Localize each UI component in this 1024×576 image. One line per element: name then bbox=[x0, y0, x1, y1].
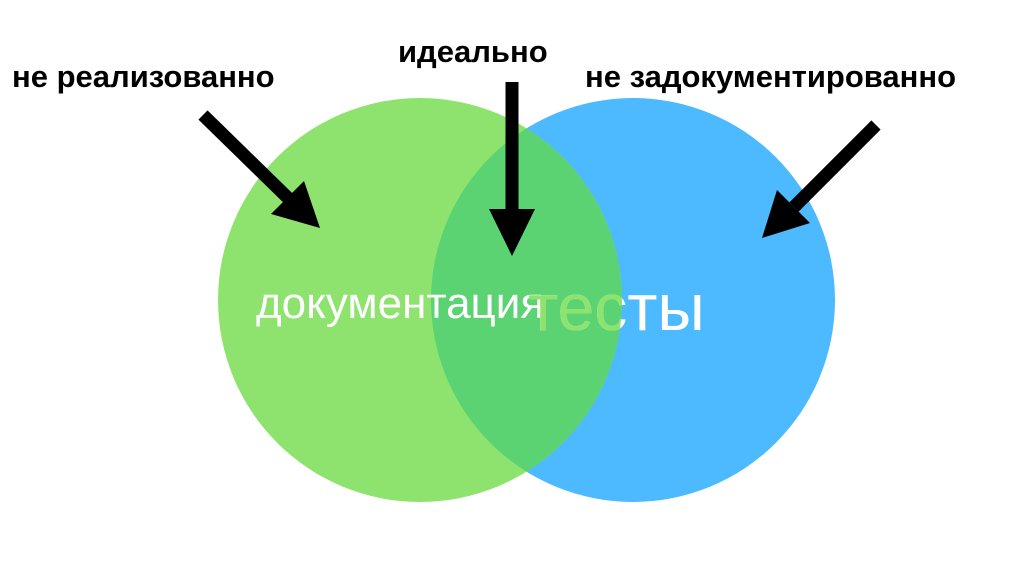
not-documented-label: не задокументированно bbox=[585, 59, 956, 94]
arrow-not-implemented bbox=[198, 110, 320, 228]
tests-label: тесты bbox=[528, 270, 705, 344]
not-implemented-label: не реализованно bbox=[12, 59, 275, 94]
overlap-region bbox=[431, 98, 622, 502]
tests-label-overlap: тесты bbox=[528, 270, 705, 344]
documentation-label: документация bbox=[256, 279, 544, 328]
arrow-not-documented bbox=[762, 120, 881, 238]
ideal-label: идеально bbox=[398, 34, 548, 69]
arrow-ideal bbox=[489, 82, 535, 256]
